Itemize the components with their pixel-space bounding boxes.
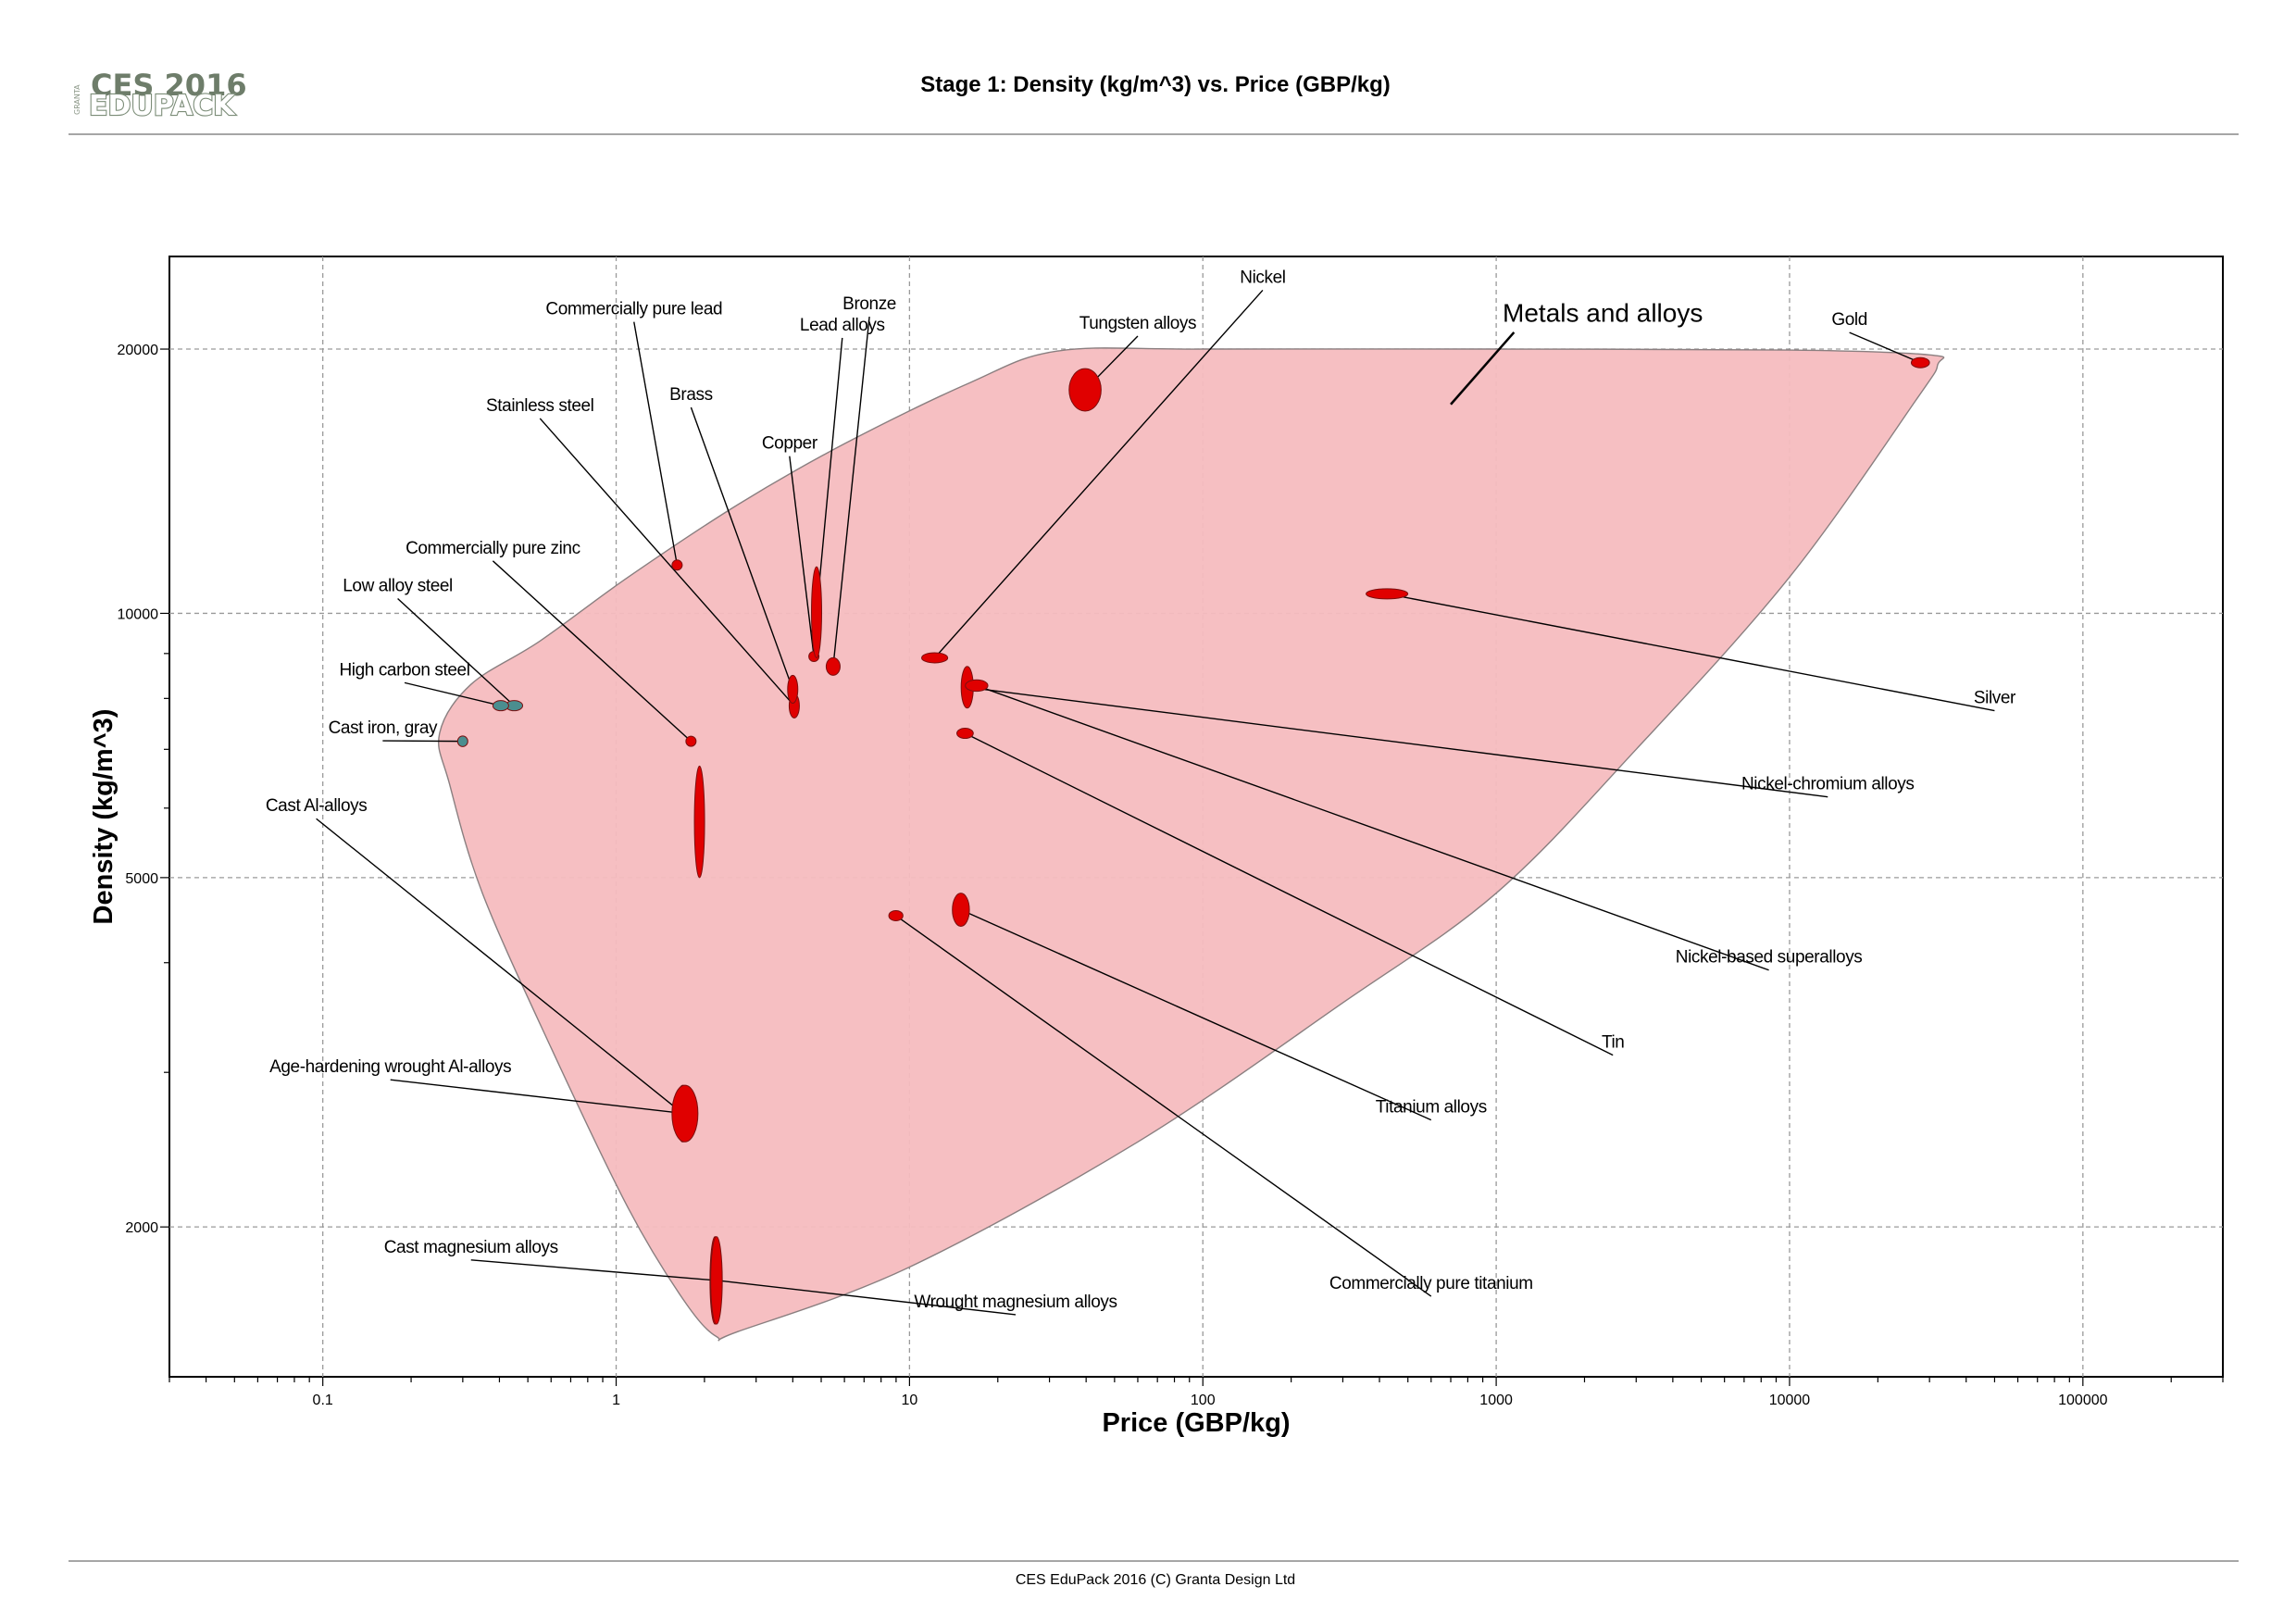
x-tick-label: 0.1 xyxy=(313,1393,333,1408)
label-bronze: Bronze xyxy=(842,294,896,314)
leader-commercially-pure-zinc xyxy=(492,560,692,743)
label-silver: Silver xyxy=(1974,689,2016,708)
label-titanium-alloys: Titanium alloys xyxy=(1376,1098,1487,1118)
marker-high-carbon-steel xyxy=(492,700,509,712)
leader-copper xyxy=(789,456,815,657)
label-cast-iron-gray: Cast iron, gray xyxy=(329,718,438,738)
leader-commercially-pure-titanium xyxy=(895,915,1432,1297)
chart-title: Stage 1: Density (kg/m^3) vs. Price (GBP… xyxy=(920,72,1391,97)
leader-age-hardening-wrought-al-alloys xyxy=(390,1079,685,1115)
leader-low-alloy-steel xyxy=(397,597,515,706)
leader-gold xyxy=(1849,331,1921,364)
material-labels: Metals and alloys Commercially pure leadS… xyxy=(266,268,2017,1312)
leader-brass xyxy=(690,406,793,690)
logo-sub-text: EDUPACK xyxy=(89,90,236,122)
plot-area: Metals and alloys Commercially pure leadS… xyxy=(118,256,2224,1408)
label-wrought-magnesium-alloys: Wrought magnesium alloys xyxy=(914,1293,1117,1312)
x-tick-label: 10000 xyxy=(1769,1393,1811,1408)
label-gold: Gold xyxy=(1831,310,1867,330)
leader-nickel-chromium-alloys xyxy=(967,686,1828,798)
marker-wrought-magnesium-alloys xyxy=(710,1236,723,1325)
label-nickel-based-superalloys: Nickel-based superalloys xyxy=(1676,948,1863,968)
marker-commercially-pure-titanium xyxy=(888,909,904,921)
leader-bronze xyxy=(832,316,870,667)
marker-nickel-based-superalloys xyxy=(965,679,989,693)
family-label-metals: Metals and alloys xyxy=(1503,298,1703,327)
label-age-hardening-wrought-al-alloys: Age-hardening wrought Al-alloys xyxy=(269,1057,511,1077)
leader-lead-alloys xyxy=(816,337,843,613)
marker-cast-iron-gray xyxy=(456,735,468,747)
marker-lead-alloys xyxy=(811,566,823,658)
label-nickel-chromium-alloys: Nickel-chromium alloys xyxy=(1741,775,1915,794)
leader-nickel-based-superalloys xyxy=(976,684,1769,971)
y-tick-label: 20000 xyxy=(118,343,159,358)
label-copper: Copper xyxy=(762,434,818,454)
marker-gold xyxy=(1910,356,1930,369)
label-cast-magnesium-alloys: Cast magnesium alloys xyxy=(384,1238,558,1257)
label-commercially-pure-zinc: Commercially pure zinc xyxy=(406,539,580,558)
label-brass: Brass xyxy=(669,385,713,405)
marker-tin xyxy=(956,728,974,740)
logo-side-text: GRANTA xyxy=(73,84,81,115)
marker-silver xyxy=(1366,588,1409,600)
edupack-logo: GRANTA CES 2016 EDUPACK xyxy=(73,68,247,123)
label-tungsten-alloys: Tungsten alloys xyxy=(1079,314,1196,333)
label-high-carbon-steel: High carbon steel xyxy=(339,660,469,680)
label-leaders xyxy=(316,289,1995,1316)
leader-wrought-magnesium-alloys xyxy=(716,1280,1017,1316)
x-tick-label: 100 xyxy=(1191,1393,1216,1408)
leader-cast-iron-gray xyxy=(382,740,463,743)
label-cast-al-alloys: Cast Al-alloys xyxy=(266,796,368,816)
leader-cast-al-alloys xyxy=(316,818,683,1115)
x-tick-label: 100000 xyxy=(2058,1393,2107,1408)
material-markers xyxy=(456,356,1930,1325)
marker-bronze xyxy=(825,656,841,676)
leader-high-carbon-steel xyxy=(404,681,502,706)
y-axis-label: Density (kg/m^3) xyxy=(89,709,119,925)
logo-main-text: CES 2016 xyxy=(91,68,247,103)
label-stainless-steel: Stainless steel xyxy=(486,396,594,416)
marker-zinc-die-casting-alloys xyxy=(693,765,705,879)
label-lead-alloys: Lead alloys xyxy=(800,316,885,335)
marker-age-hardening-wrought-al-alloys xyxy=(671,1084,699,1143)
label-low-alloy-steel: Low alloy steel xyxy=(343,576,453,595)
label-nickel: Nickel xyxy=(1240,268,1285,287)
marker-nickel xyxy=(921,652,949,664)
label-tin: Tin xyxy=(1602,1033,1625,1053)
leader-titanium-alloys xyxy=(960,908,1432,1121)
leader-nickel xyxy=(934,289,1264,658)
label-commercially-pure-titanium: Commercially pure titanium xyxy=(1329,1274,1533,1293)
leader-stainless-steel xyxy=(539,418,795,706)
family-label-pointer xyxy=(1450,331,1516,406)
marker-commercially-pure-lead xyxy=(671,559,683,571)
marker-tungsten-alloys xyxy=(1068,368,1102,412)
leader-commercially-pure-lead xyxy=(633,321,679,566)
label-commercially-pure-lead: Commercially pure lead xyxy=(545,300,722,319)
x-axis-label: Price (GBP/kg) xyxy=(1102,1408,1290,1438)
footer-copyright: CES EduPack 2016 (C) Granta Design Ltd xyxy=(1016,1572,1295,1588)
leader-silver xyxy=(1386,593,1995,712)
marker-brass xyxy=(787,674,799,705)
y-tick-label: 2000 xyxy=(125,1220,158,1236)
marker-commercially-pure-zinc xyxy=(685,735,697,747)
x-tick-label: 1000 xyxy=(1479,1393,1513,1408)
x-tick-label: 10 xyxy=(901,1393,917,1408)
x-tick-label: 1 xyxy=(612,1393,620,1408)
y-tick-label: 5000 xyxy=(125,871,158,887)
axis-ticks: 0.1 1 10 100 1000 10000 100000 2000 5000 10000 200… xyxy=(118,343,2224,1408)
marker-titanium-alloys xyxy=(952,893,970,928)
leader-cast-magnesium-alloys xyxy=(470,1259,716,1281)
leader-tin xyxy=(965,732,1614,1056)
y-tick-label: 10000 xyxy=(118,606,159,622)
